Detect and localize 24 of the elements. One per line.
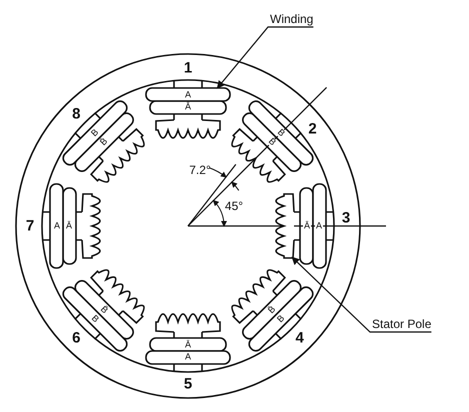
pole-number: 3 bbox=[342, 210, 350, 226]
coil-label: Ā bbox=[184, 102, 192, 112]
pole-number: 5 bbox=[184, 376, 192, 392]
coil-label: Ā bbox=[65, 222, 73, 230]
leader-line bbox=[216, 26, 314, 89]
pole-number: 8 bbox=[72, 106, 80, 122]
winding-coil bbox=[145, 87, 231, 102]
coil-label: Ā bbox=[303, 222, 311, 230]
pole-number: 6 bbox=[72, 330, 80, 346]
pole-number: 4 bbox=[296, 330, 304, 346]
pole-number: 1 bbox=[184, 60, 192, 76]
angle-label: 45° bbox=[224, 200, 244, 212]
callout-label: Winding bbox=[270, 11, 314, 27]
coil-label: A bbox=[184, 352, 192, 362]
coil-label: Ā bbox=[184, 340, 192, 350]
angle-label: 7.2° bbox=[189, 164, 211, 176]
pole-number: 7 bbox=[26, 218, 34, 234]
leader-line bbox=[291, 256, 432, 333]
callout-label: Stator Pole bbox=[372, 316, 432, 332]
coil-label: A bbox=[315, 222, 323, 230]
stator-pole-shoe bbox=[275, 193, 295, 259]
pole-number: 2 bbox=[308, 121, 317, 136]
coil-label: A bbox=[53, 222, 61, 230]
coil-label: A bbox=[184, 90, 192, 100]
